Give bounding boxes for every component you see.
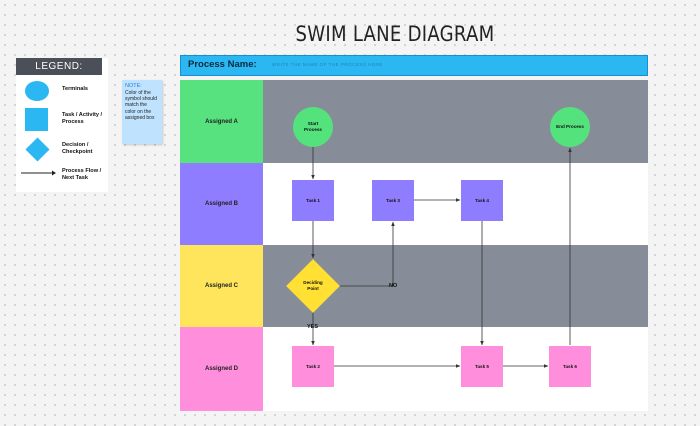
legend-label-terminals: Terminals [62,86,89,92]
node-task-6[interactable]: Task 6 [549,346,591,387]
node-start-process[interactable]: Start Process [293,107,333,147]
process-name-label: Process Name: [188,59,257,70]
legend-arrow-icon [21,170,56,176]
node-end-process[interactable]: End Process [550,107,590,147]
lane-label-a: Assigned A [180,80,263,163]
sticky-note: NOTE: Color of the symbol should match t… [122,80,162,144]
legend-label-decision: Decision / Checkpoint [62,142,93,155]
edge-decision-task3 [340,221,395,287]
node-task-4[interactable]: Task 4 [461,180,503,221]
node-task-1[interactable]: Task 1 [292,180,334,221]
note-title: NOTE: [125,83,142,89]
process-name-input[interactable]: WRITE THE NAME OF THE PROCESS HERE [272,62,383,67]
lane-label-c: Assigned C [180,245,263,327]
lane-label-d: Assigned D [180,327,263,411]
edge-label-yes: YES [307,324,319,330]
legend-label-flow: Process Flow / Next Task [62,168,102,181]
diagram-title: SWIM LANE DIAGRAM [295,22,495,46]
process-name-bar [180,55,648,76]
legend-title: LEGEND: [16,58,102,75]
node-task-3[interactable]: Task 3 [372,180,414,221]
legend-terminal-circle-icon [25,81,49,101]
node-task-5[interactable]: Task 5 [461,346,503,387]
lane-label-b: Assigned B [180,163,263,245]
legend-label-task: Task / Activity / Process [62,112,103,125]
node-deciding-point-label: Deciding Point [303,280,323,291]
note-text: Color of the symbol should match the col… [125,90,157,121]
node-task-2[interactable]: Task 2 [292,346,334,387]
edge-label-no: NO [389,283,398,289]
legend-task-square-icon [25,108,48,131]
